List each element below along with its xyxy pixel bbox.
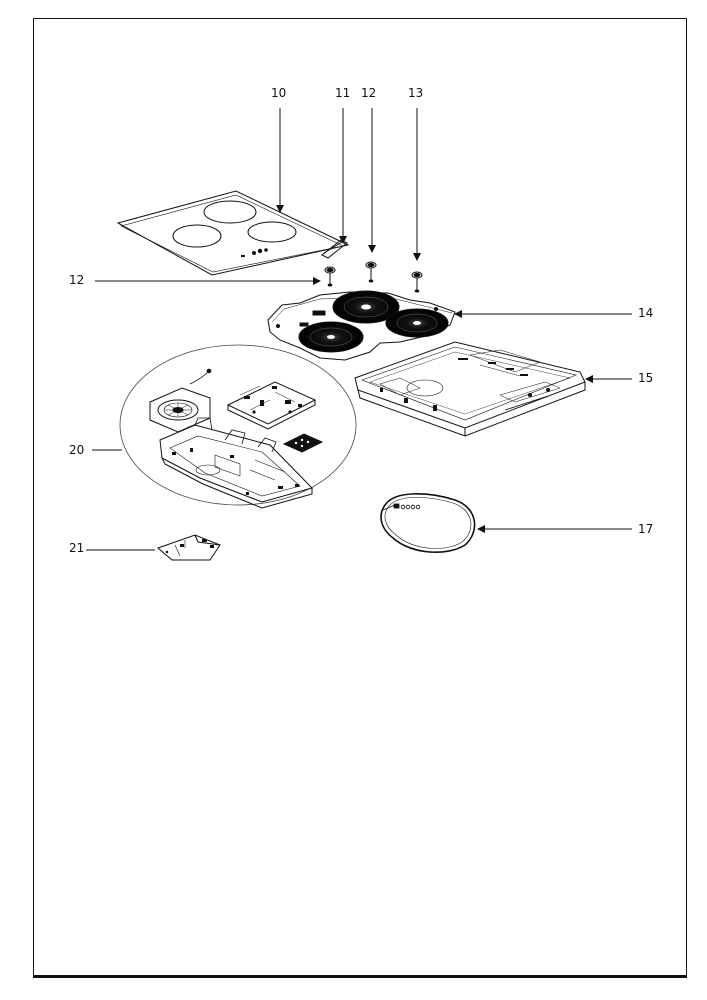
callout-20: 20 xyxy=(69,443,85,457)
callout-15: 15 xyxy=(638,371,654,385)
bottom-housing xyxy=(354,341,586,437)
power-board xyxy=(226,381,317,430)
callout-12-left: 12 xyxy=(69,273,85,287)
gasket-strip xyxy=(321,239,348,259)
induction-coil-front xyxy=(298,321,364,353)
callout-17: 17 xyxy=(638,522,654,536)
glass-cooktop xyxy=(116,190,350,276)
touch-controls xyxy=(241,248,268,257)
callout-13: 13 xyxy=(408,86,424,100)
callout-11: 11 xyxy=(335,86,351,100)
connector-terminals xyxy=(382,503,421,511)
electronics-chassis xyxy=(159,417,313,509)
sensor-middle xyxy=(365,261,377,283)
assembly-circle xyxy=(119,344,357,506)
sensor-right xyxy=(411,271,423,293)
leader-lines xyxy=(86,108,632,551)
sensor-left xyxy=(324,266,336,287)
cooling-fan xyxy=(149,368,212,433)
control-board xyxy=(282,433,324,453)
electronics-assembly xyxy=(119,344,357,509)
temperature-sensors xyxy=(324,261,423,293)
callout-21: 21 xyxy=(69,541,85,555)
seal-loop xyxy=(380,493,476,553)
page-border-bottom xyxy=(33,975,687,978)
callout-10: 10 xyxy=(271,86,287,100)
induction-coil-back xyxy=(332,290,400,324)
callout-14: 14 xyxy=(638,306,654,320)
induction-coil-plate xyxy=(267,290,456,361)
mounting-bracket xyxy=(157,534,221,561)
callout-12-top: 12 xyxy=(361,86,377,100)
induction-coil-right xyxy=(385,308,449,338)
